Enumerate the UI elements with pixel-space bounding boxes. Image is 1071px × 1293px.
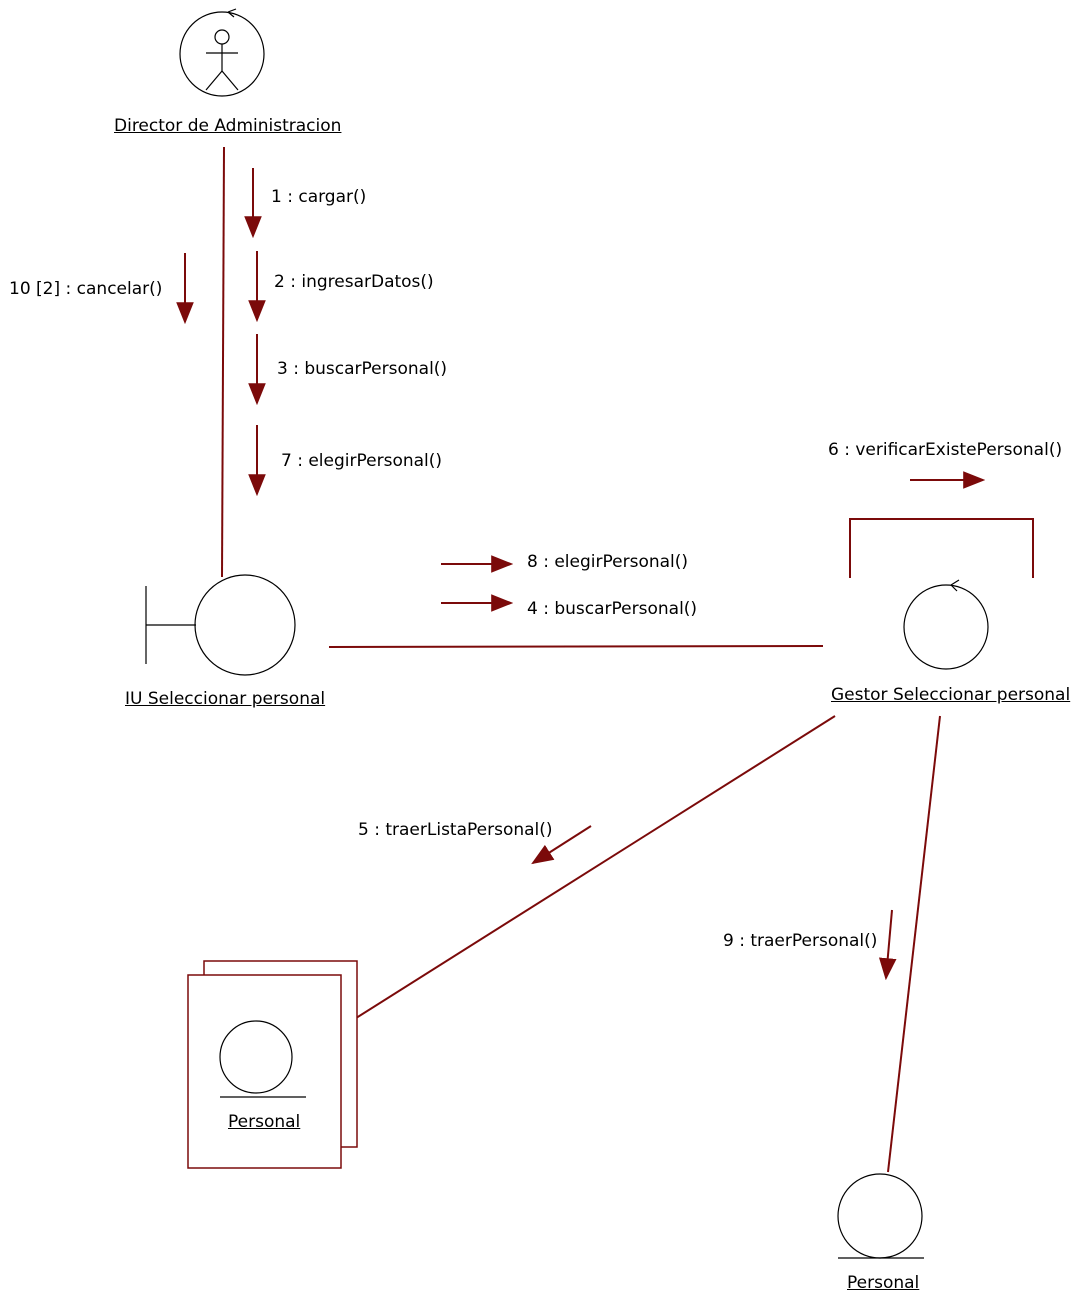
- entity-multi-name: Personal: [228, 1112, 301, 1132]
- actor-icon[interactable]: [179, 8, 265, 97]
- entity-icon[interactable]: [837, 1173, 924, 1259]
- arrow-msg-9: [878, 909, 897, 981]
- message-label: 10 [2] : cancelar(): [9, 279, 163, 299]
- boundary-name: IU Seleccionar personal: [125, 689, 326, 709]
- message-label: 1 : cargar(): [271, 187, 367, 207]
- message-label: 3 : buscarPersonal(): [277, 359, 448, 379]
- message-label: 9 : traerPersonal(): [723, 931, 878, 951]
- message-label: 7 : elegirPersonal(): [281, 451, 443, 471]
- link-control-entity: [887, 715, 941, 1173]
- message-arrows: [176, 168, 986, 981]
- message-label: 2 : ingresarDatos(): [274, 272, 434, 292]
- link-boundary-control: [328, 645, 824, 648]
- boundary-icon[interactable]: [145, 574, 296, 676]
- entity-multi-icon[interactable]: [187, 960, 358, 1169]
- actor-name: Director de Administracion: [114, 116, 342, 136]
- link-control-entity-multi: [325, 715, 836, 1038]
- association-links: [221, 146, 1034, 1173]
- arrow-msg-5: [531, 825, 592, 865]
- message-label: 8 : elegirPersonal(): [527, 552, 689, 572]
- entity-name: Personal: [847, 1273, 920, 1293]
- self-link-control: [849, 518, 1034, 578]
- link-actor-boundary: [221, 146, 225, 578]
- message-label: 4 : buscarPersonal(): [527, 599, 698, 619]
- message-label: 6 : verificarExistePersonal(): [828, 440, 1063, 460]
- message-label: 5 : traerListaPersonal(): [358, 820, 553, 840]
- control-name: Gestor Seleccionar personal: [831, 685, 1071, 705]
- control-icon[interactable]: [903, 579, 989, 670]
